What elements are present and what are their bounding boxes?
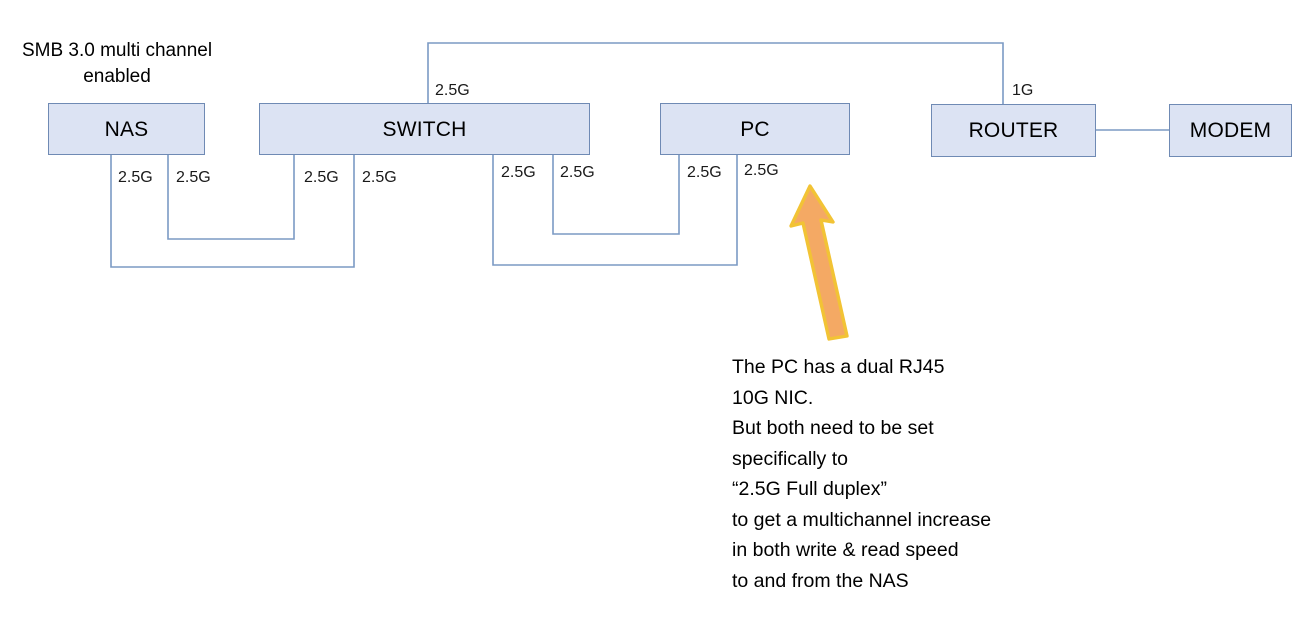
label-switch-port-3: 2.5G bbox=[501, 164, 536, 181]
node-modem-label: MODEM bbox=[1189, 119, 1272, 142]
callout-arrow bbox=[789, 184, 849, 341]
label-switch-router-top: 2.5G bbox=[435, 82, 470, 99]
wire-nas-switch-inner bbox=[167, 155, 295, 240]
wire-switch-router-top bbox=[427, 42, 1004, 104]
label-nas-port-2: 2.5G bbox=[176, 169, 211, 186]
smb-headline: SMB 3.0 multi channel enabled bbox=[21, 40, 213, 87]
pc-nic-note: The PC has a dual RJ45 10G NIC. But both… bbox=[732, 356, 992, 592]
node-modem[interactable]: MODEM bbox=[1169, 104, 1292, 157]
node-pc-label: PC bbox=[740, 117, 770, 141]
node-switch-label: SWITCH bbox=[382, 117, 467, 141]
node-router[interactable]: ROUTER bbox=[931, 104, 1096, 157]
label-switch-port-1: 2.5G bbox=[304, 169, 339, 186]
label-pc-port-2: 2.5G bbox=[744, 162, 779, 179]
label-pc-port-1: 2.5G bbox=[687, 164, 722, 181]
node-pc[interactable]: PC bbox=[660, 103, 850, 155]
node-nas[interactable]: NAS bbox=[48, 103, 205, 155]
node-nas-label: NAS bbox=[104, 117, 149, 141]
label-switch-port-4: 2.5G bbox=[560, 164, 595, 181]
node-router-label: ROUTER bbox=[968, 119, 1059, 142]
label-router-uplink: 1G bbox=[1012, 82, 1034, 99]
label-nas-port-1: 2.5G bbox=[118, 169, 153, 186]
label-switch-port-2: 2.5G bbox=[362, 169, 397, 186]
node-switch[interactable]: SWITCH bbox=[259, 103, 590, 155]
